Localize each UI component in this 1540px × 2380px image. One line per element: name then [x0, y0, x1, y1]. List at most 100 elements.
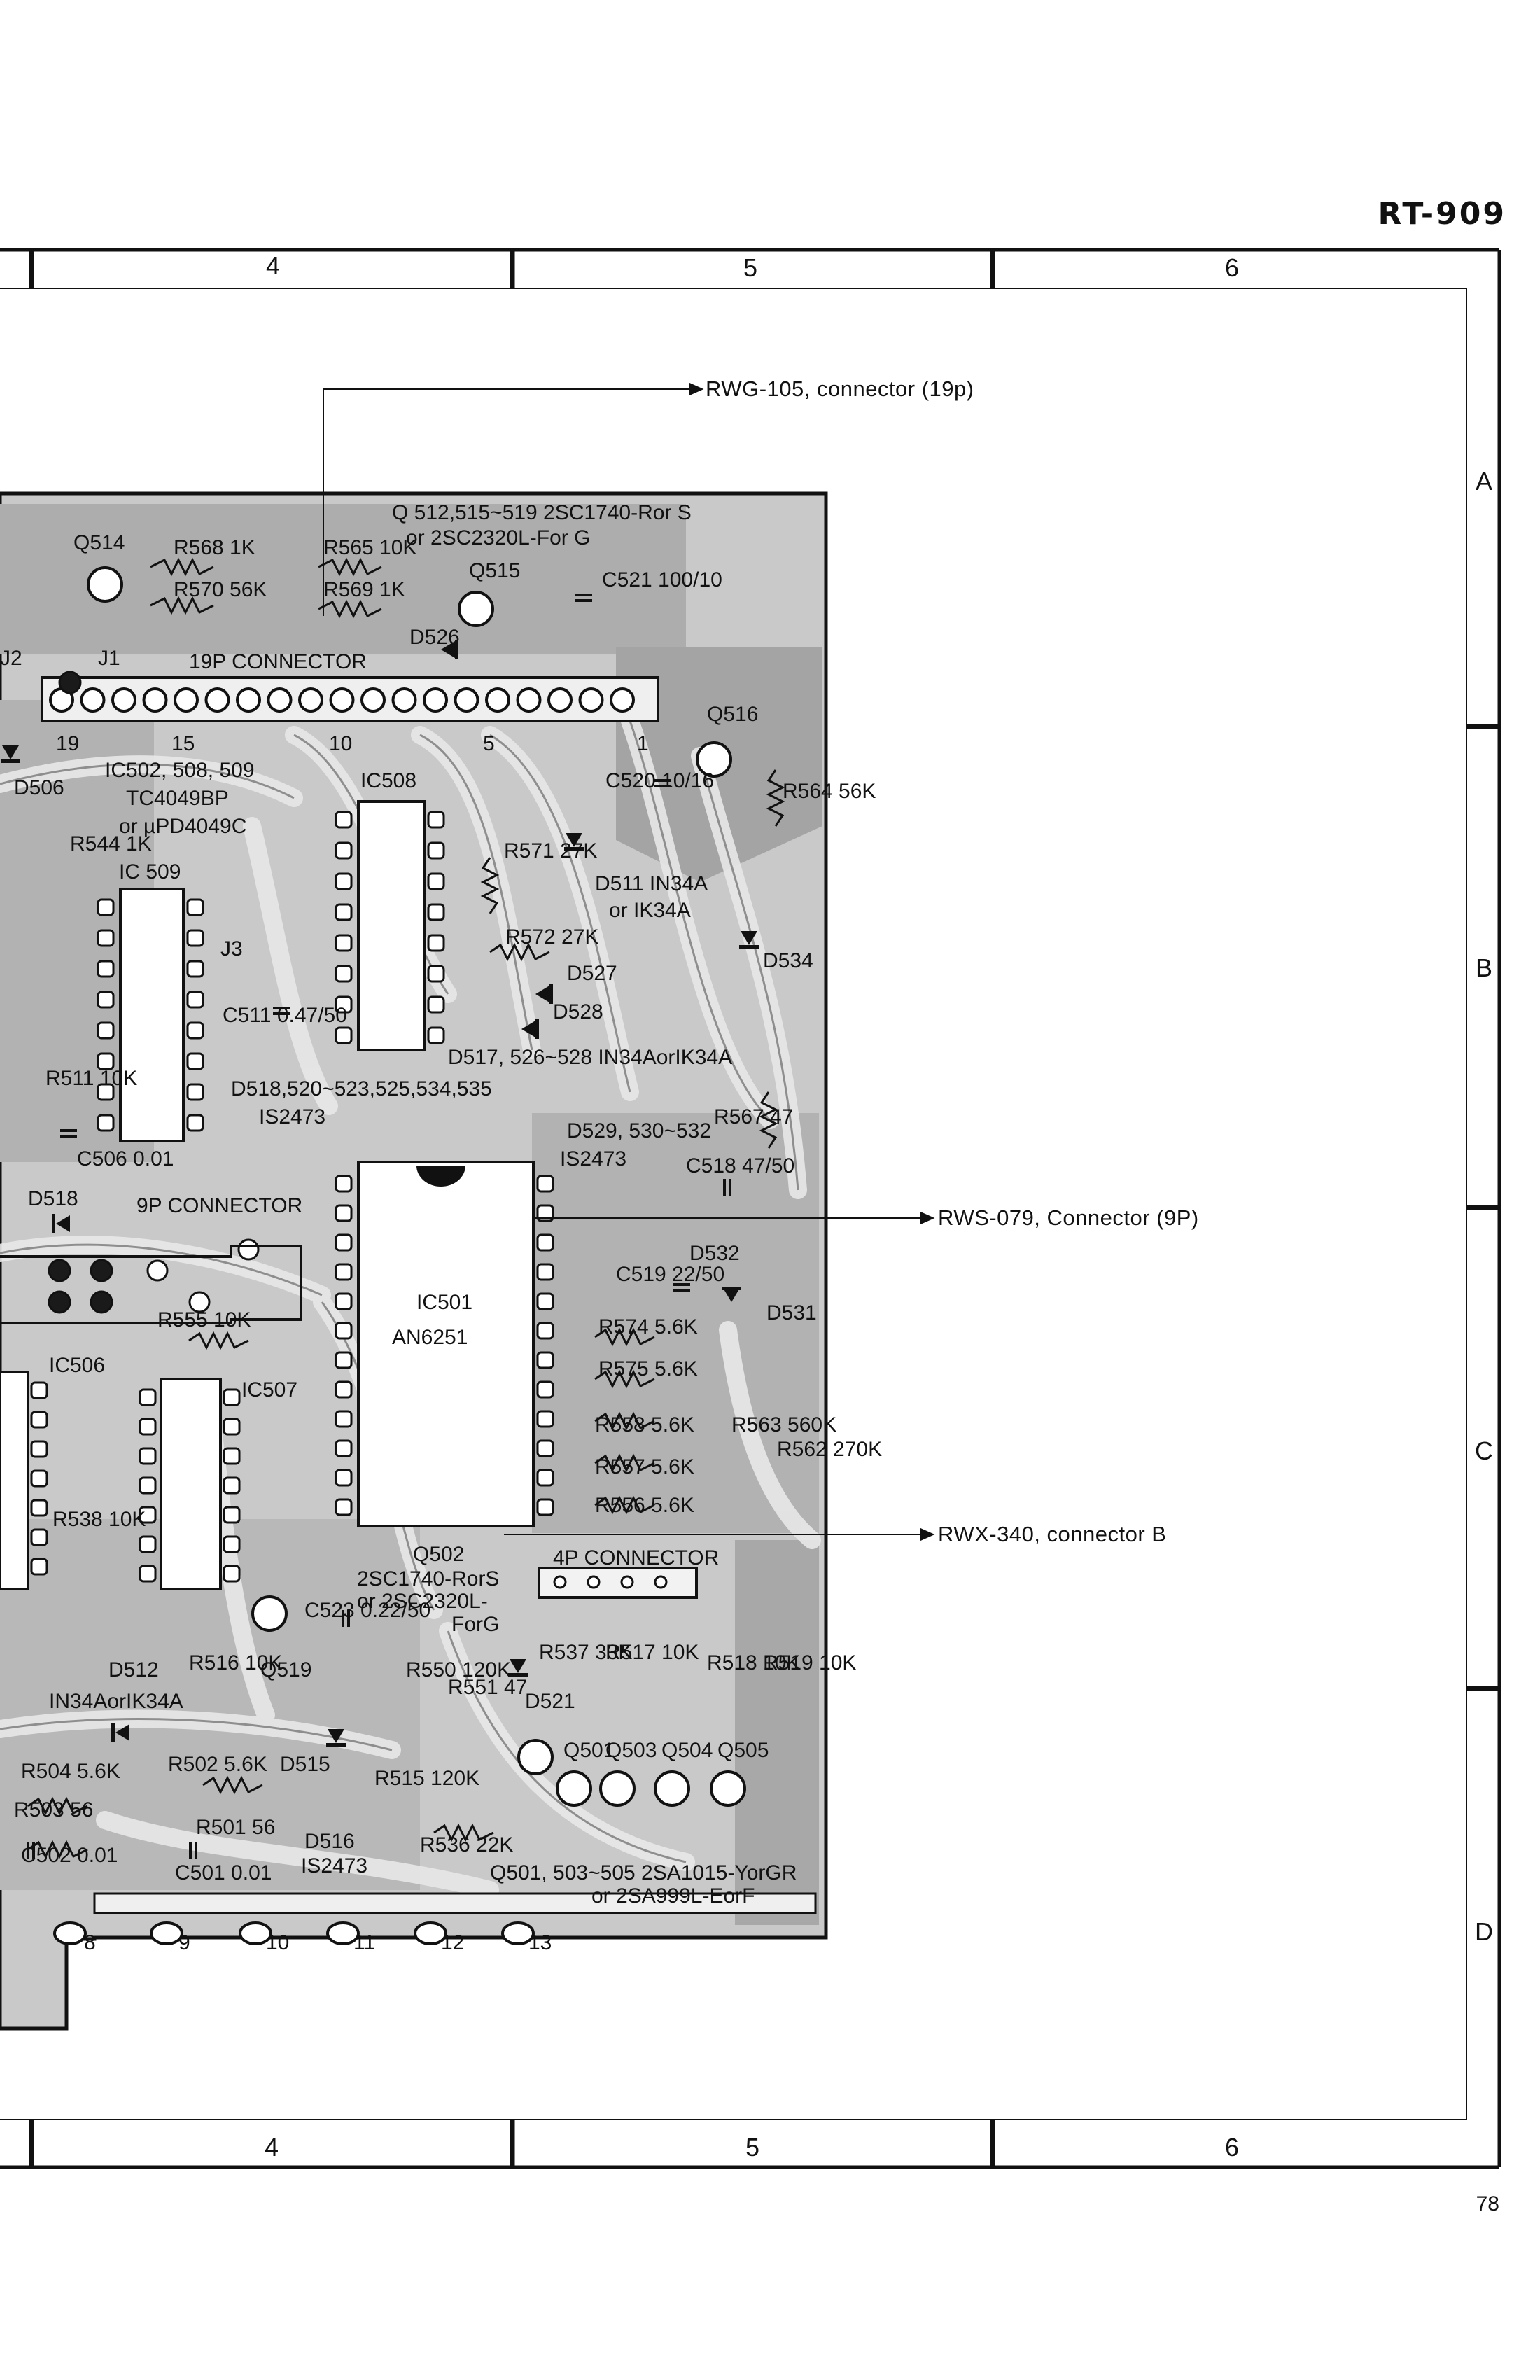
connector-bottom-strip [93, 1892, 817, 1914]
connector-19p-pin [578, 687, 604, 713]
label-d518s: D518,520~523,525,534,535 [231, 1077, 492, 1100]
ic-pad [335, 811, 353, 829]
label-c523: C523 0.22/50 [304, 1599, 430, 1622]
label-pin13: 13 [528, 1931, 552, 1954]
label-conn9: 9P CONNECTOR [136, 1194, 302, 1217]
ic-pad [186, 990, 204, 1009]
label-c501: C501 0.01 [175, 1861, 272, 1884]
ic-pad [335, 965, 353, 983]
ic-pad [335, 1204, 353, 1222]
ic506-body [0, 1371, 29, 1590]
label-q502top: Q502 [413, 1543, 464, 1566]
ic-pad [223, 1388, 241, 1406]
ic507-body [160, 1378, 222, 1590]
ic501-body [357, 1161, 535, 1527]
connector-19p-pin [454, 687, 479, 713]
label-r555: R555 10K [158, 1308, 251, 1331]
diode-symbols [1, 640, 759, 1746]
callout-leaders [323, 382, 935, 1541]
label-pin19: 19 [56, 732, 79, 755]
connector-19p-pin [516, 687, 542, 713]
ic-pad [335, 1322, 353, 1340]
ic-pad [30, 1381, 48, 1399]
label-c502: C502 0.01 [21, 1844, 118, 1867]
label-pin1: 1 [637, 732, 649, 755]
label-d534: D534 [763, 949, 813, 972]
label-q502d: ForG [451, 1613, 499, 1636]
column-label-4-top: 4 [266, 251, 280, 280]
ic-pad [335, 1263, 353, 1281]
ic-pad [30, 1558, 48, 1576]
label-c506: C506 0.01 [77, 1147, 174, 1170]
ic-pad [30, 1469, 48, 1488]
ic-pad [427, 811, 445, 829]
ic-pad [30, 1440, 48, 1458]
label-upd4049: or µPD4049C [119, 815, 246, 838]
label-in34a: IN34AorIK34A [49, 1690, 183, 1713]
ic-pad [186, 1052, 204, 1070]
ic-pad [139, 1564, 157, 1583]
ic-pad [335, 1292, 353, 1310]
label-c519: C519 22/50 [616, 1263, 724, 1286]
label-tc4049: TC4049BP [126, 787, 229, 810]
label-is2473b: IS2473 [560, 1147, 626, 1170]
ic-pad [30, 1499, 48, 1517]
ic-pad [139, 1506, 157, 1524]
label-q504: Q504 [662, 1739, 713, 1762]
column-label-4-bottom: 4 [265, 2133, 279, 2162]
ic-pad [335, 903, 353, 921]
grid-labels: 4 5 6 4 5 6 A B C D [265, 251, 1493, 2162]
row-label-c: C [1475, 1436, 1493, 1465]
label-r572: R572 27K [505, 925, 598, 948]
connector-19p-pin [80, 687, 106, 713]
label-d527: D527 [567, 962, 617, 985]
ic-pad [30, 1410, 48, 1429]
ic-pad [30, 1528, 48, 1546]
ic-pad [335, 1233, 353, 1252]
transistor [696, 741, 732, 778]
label-d511b: or IK34A [609, 899, 691, 922]
label-r564: R564 56K [783, 780, 876, 803]
label-r517: R517 10K [606, 1641, 699, 1664]
connector-19p-pin [204, 687, 230, 713]
ic-pad [427, 934, 445, 952]
ic-pad [536, 1498, 554, 1516]
label-q-top-alt: or 2SC2320L-For G [406, 526, 590, 550]
ic-pad [335, 1175, 353, 1193]
label-q502c: or 2SC2320L- [357, 1590, 488, 1613]
transistor [654, 1770, 690, 1807]
ic-pad [536, 1175, 554, 1193]
transistor [556, 1770, 592, 1807]
ic501-notch [416, 1166, 465, 1186]
ic-pad [536, 1469, 554, 1487]
ic-pad [186, 1114, 204, 1132]
label-j2: J2 [0, 647, 22, 670]
ic-pad [536, 1380, 554, 1399]
label-q514: Q514 [74, 531, 125, 554]
ic-pad [335, 1351, 353, 1369]
label-r570: R570 56K [174, 578, 267, 601]
label-r502: R502 5.6K [168, 1753, 267, 1776]
label-q502b: 2SC1740-RorS [357, 1567, 499, 1590]
connector-19p-pin [391, 687, 417, 713]
label-r571: R571 27K [504, 839, 597, 862]
transistor [458, 591, 494, 627]
label-q519: Q519 [260, 1658, 312, 1681]
label-pin15: 15 [172, 732, 195, 755]
ic-pad [335, 872, 353, 890]
label-r537: R537 33K [539, 1641, 632, 1664]
ic-pad [427, 841, 445, 860]
label-pin8: 8 [84, 1931, 96, 1954]
column-label-6-bottom: 6 [1225, 2133, 1239, 2162]
label-conn4: 4P CONNECTOR [553, 1546, 719, 1569]
label-d506: D506 [14, 776, 64, 799]
label-conn19: 19P CONNECTOR [189, 650, 367, 673]
callout-rws-079: RWS-079, Connector (9P) [938, 1205, 1199, 1230]
label-ic501: IC501 [416, 1291, 472, 1314]
label-d518: D518 [28, 1187, 78, 1210]
ic-pad [186, 929, 204, 947]
label-r550: R550 120K [406, 1658, 511, 1681]
label-q505: Q505 [718, 1739, 769, 1762]
label-c520: C520 10/16 [606, 769, 714, 792]
transistor [251, 1595, 288, 1632]
